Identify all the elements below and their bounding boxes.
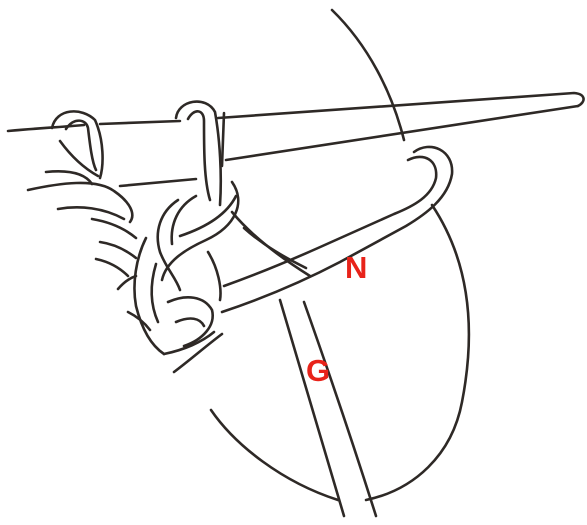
stitch-right — [176, 102, 221, 205]
work-outline — [211, 10, 469, 500]
chain-stitches — [134, 182, 238, 372]
yarn-g-strand — [280, 300, 376, 516]
knitting-needle — [8, 93, 584, 186]
label-n: N — [345, 252, 367, 283]
hanging-strands — [28, 171, 150, 330]
yarn-n-strand — [222, 147, 452, 312]
label-g: G — [306, 355, 330, 386]
stitch-left — [52, 111, 103, 178]
